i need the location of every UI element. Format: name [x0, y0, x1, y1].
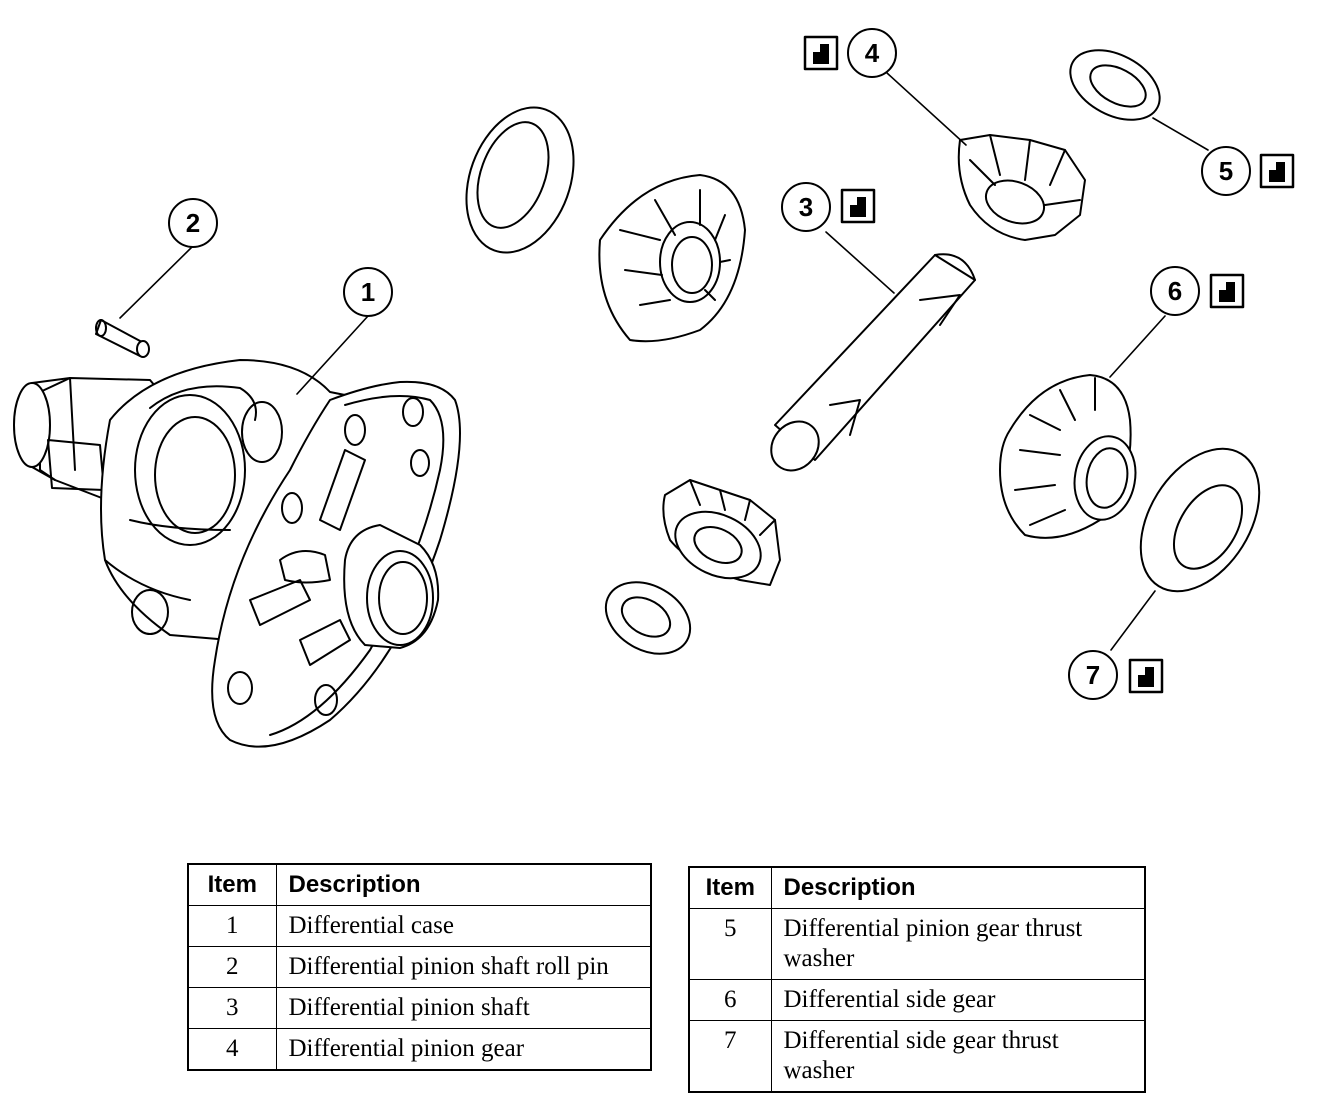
table-header-row: Item Description [688, 866, 1146, 909]
description-header: Description [275, 863, 652, 906]
exploded-differential-diagram: 1 2 3 4 5 6 7 [13, 28, 1295, 748]
pinion-thrust-washer [1069, 49, 1161, 121]
table-row: 4 Differential pinion gear [187, 1028, 652, 1071]
svg-text:4: 4 [865, 38, 880, 68]
svg-text:3: 3 [799, 192, 813, 222]
item-number: 1 [187, 905, 277, 947]
item-number: 5 [688, 908, 772, 980]
parts-table-right: Item Description 5 Differential pinion g… [688, 866, 1146, 1093]
new-part-icon [840, 188, 876, 224]
table-row: 5 Differential pinion gear thrust washer [688, 908, 1146, 980]
thrust-washer-ring [465, 106, 575, 254]
callout-1: 1 [343, 267, 393, 317]
new-part-icon [1259, 153, 1295, 189]
side-gear-upper [598, 174, 746, 343]
pinion-shaft [770, 253, 976, 472]
new-part-icon [803, 35, 839, 71]
item-header: Item [187, 863, 277, 906]
new-part-icon [1209, 273, 1245, 309]
callout-7: 7 [1068, 650, 1118, 700]
callout-3: 3 [781, 182, 831, 232]
pinion-thrust-washer-lower [604, 581, 692, 655]
svg-text:7: 7 [1086, 660, 1100, 690]
svg-text:5: 5 [1219, 156, 1233, 186]
item-description: Differential case [275, 905, 652, 947]
new-part-icon [1128, 658, 1164, 694]
item-number: 4 [187, 1028, 277, 1071]
pinion-gear [957, 134, 1086, 241]
item-header: Item [688, 866, 772, 909]
svg-text:1: 1 [361, 277, 375, 307]
item-description: Differential pinion gear thrust washer [770, 908, 1146, 980]
item-description: Differential pinion gear [275, 1028, 652, 1071]
callout-6: 6 [1150, 266, 1200, 316]
differential-case [13, 359, 461, 748]
table-row: 3 Differential pinion shaft [187, 987, 652, 1029]
item-number: 6 [688, 979, 772, 1021]
table-row: 2 Differential pinion shaft roll pin [187, 946, 652, 988]
item-description: Differential pinion shaft roll pin [275, 946, 652, 988]
callout-4: 4 [847, 28, 897, 78]
table-row: 6 Differential side gear [688, 979, 1146, 1021]
svg-text:6: 6 [1168, 276, 1182, 306]
side-gear [999, 374, 1137, 539]
table-row: 7 Differential side gear thrust washer [688, 1020, 1146, 1093]
item-description: Differential side gear [770, 979, 1146, 1021]
table-header-row: Item Description [187, 863, 652, 906]
item-number: 7 [688, 1020, 772, 1093]
table-row: 1 Differential case [187, 905, 652, 947]
item-description: Differential side gear thrust washer [770, 1020, 1146, 1093]
parts-table-left: Item Description 1 Differential case 2 D… [187, 863, 652, 1071]
roll-pin [95, 319, 150, 358]
description-header: Description [770, 866, 1146, 909]
item-description: Differential pinion shaft [275, 987, 652, 1029]
item-number: 3 [187, 987, 277, 1029]
leader-lines [119, 72, 1209, 651]
side-gear-thrust-washer [1139, 447, 1261, 593]
callout-5: 5 [1201, 146, 1251, 196]
callout-2: 2 [168, 198, 218, 248]
svg-text:2: 2 [186, 208, 200, 238]
pinion-gear-lower [662, 479, 781, 586]
item-number: 2 [187, 946, 277, 988]
